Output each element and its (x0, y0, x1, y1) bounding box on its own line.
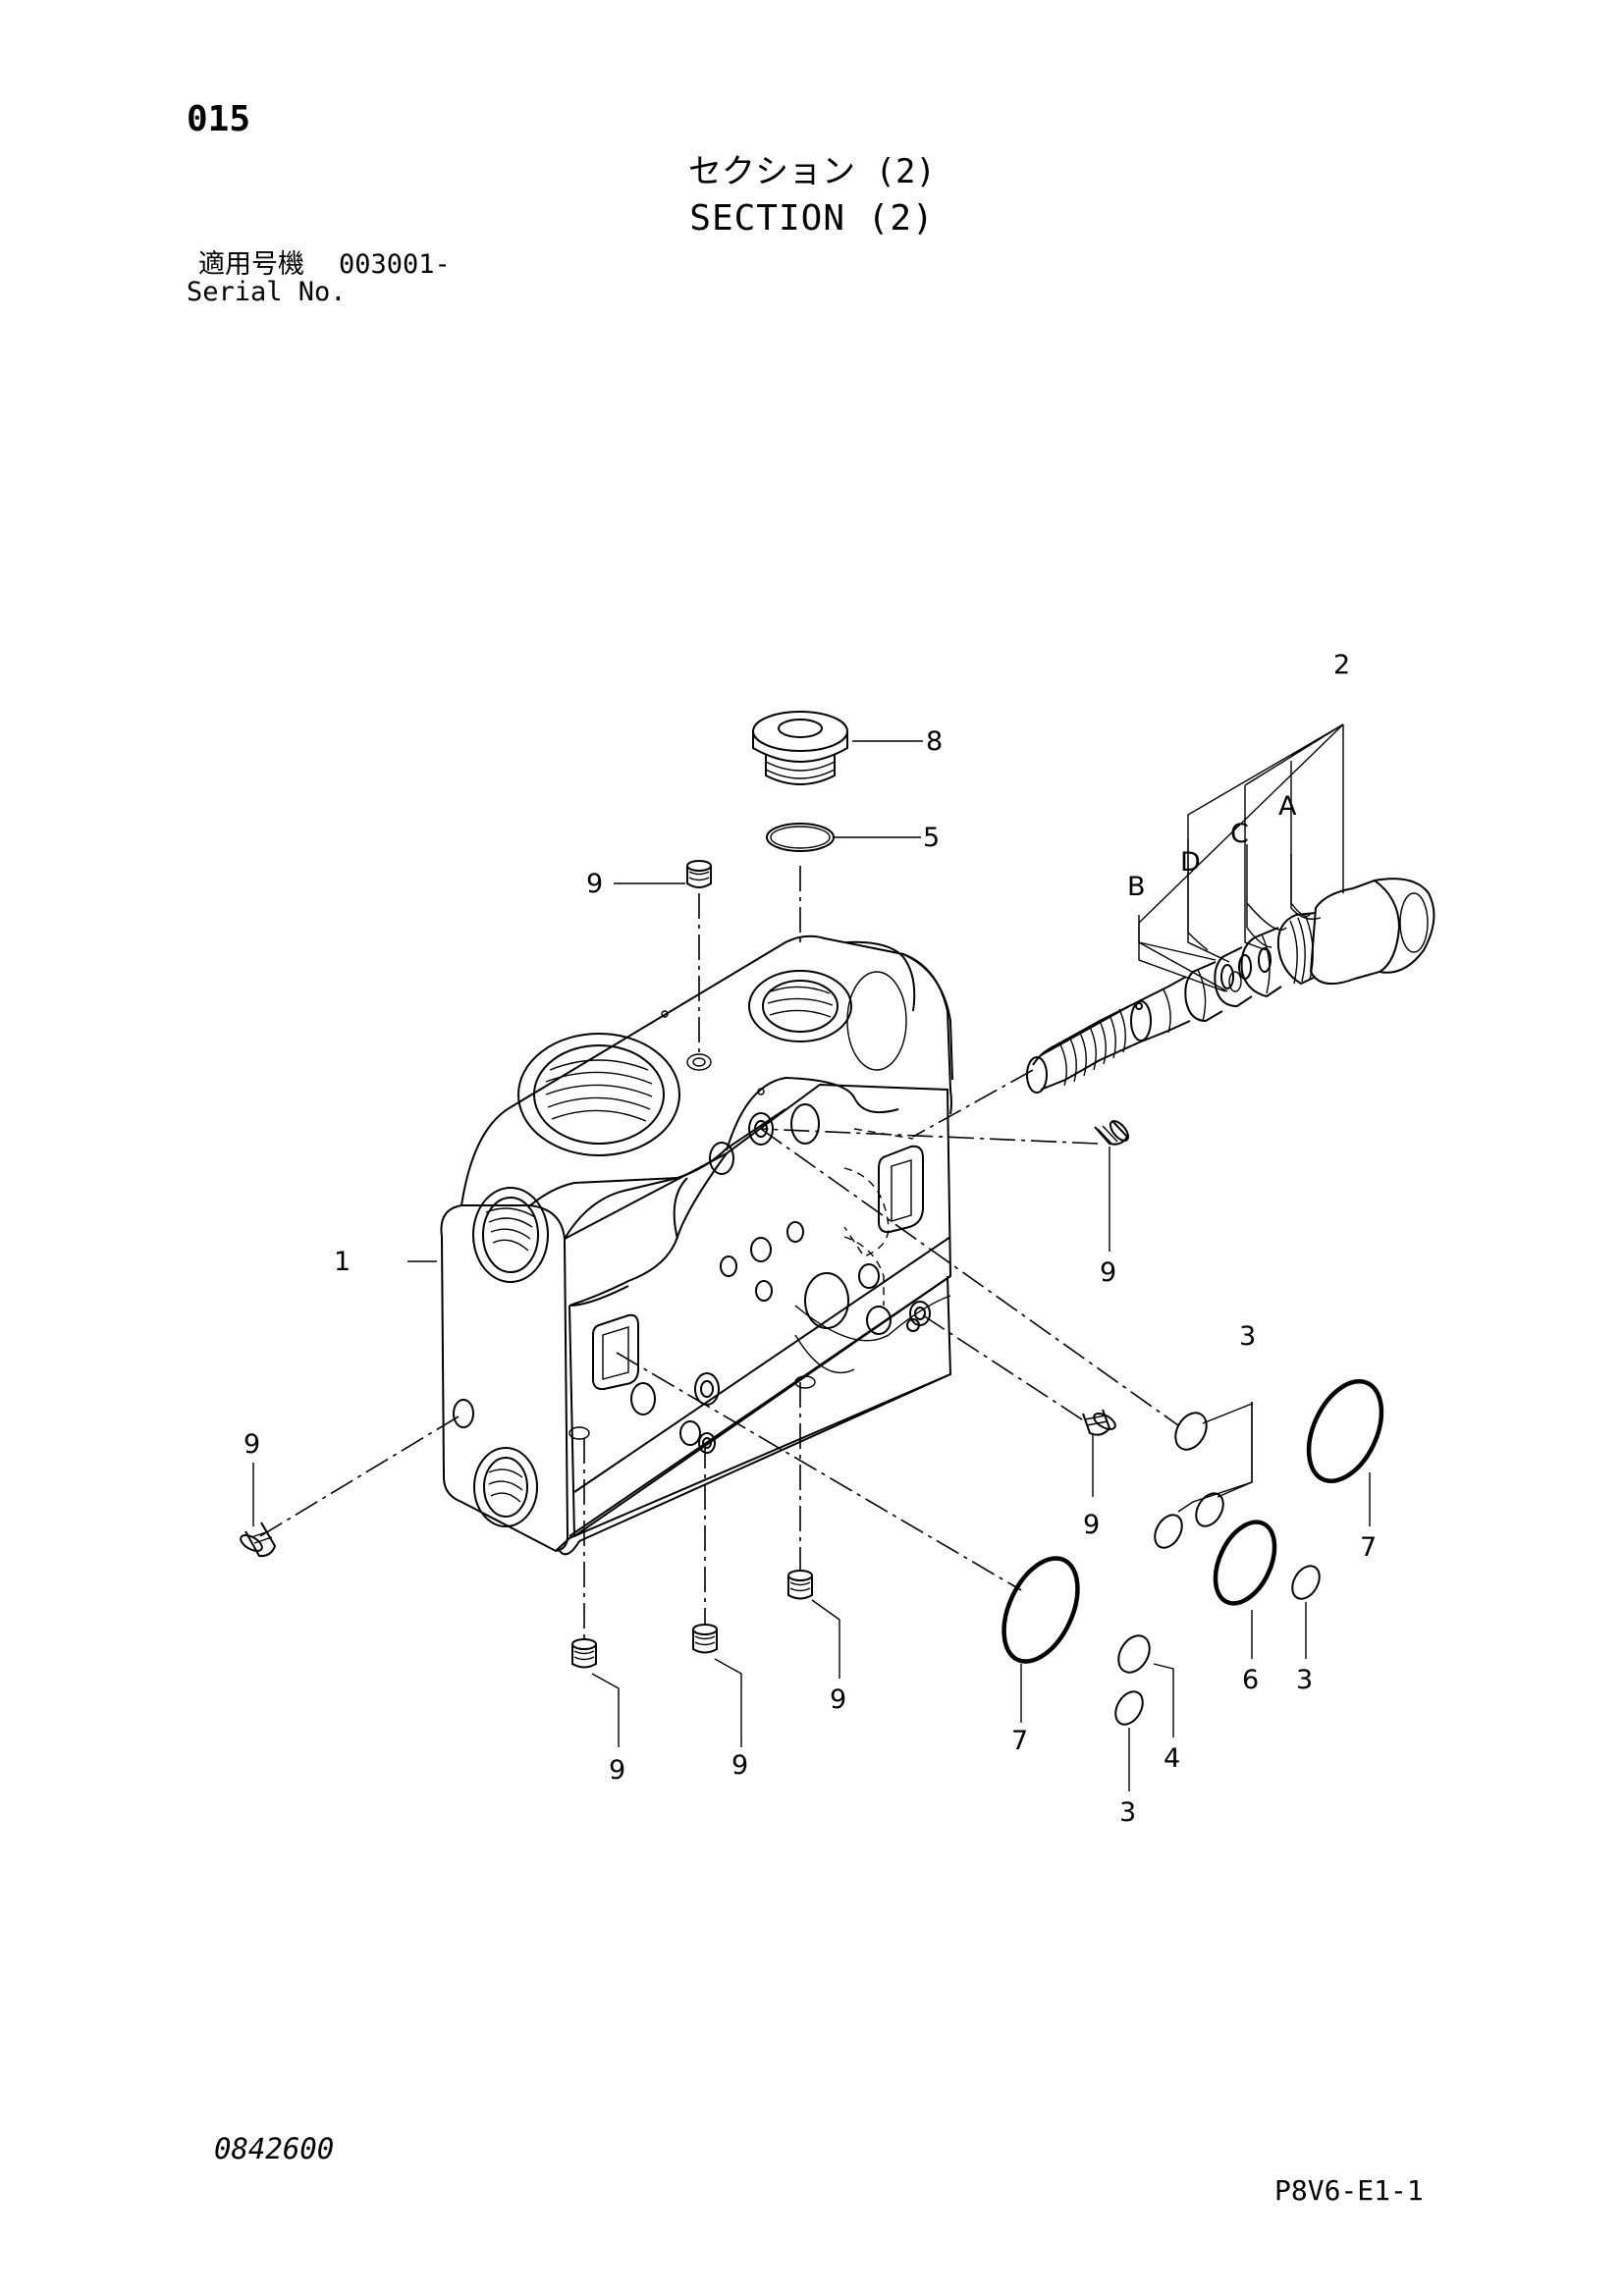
part-3-o-ring-a (1174, 1412, 1208, 1451)
part-3-o-ring-d (1291, 1565, 1321, 1600)
part-3-o-ring-b (1154, 1514, 1183, 1549)
valve-section-body (440, 934, 953, 1556)
part-9-screw-top (686, 860, 712, 888)
document-number: 0842600 (214, 2132, 335, 2165)
part-9-screw-bottom-2 (692, 1624, 718, 1654)
callout-1: 1 (334, 1247, 351, 1277)
spool-label-c: C (1230, 819, 1249, 849)
page-number: 015 (187, 99, 251, 139)
callout-8: 8 (926, 726, 943, 757)
callout-3-c: 3 (1119, 1797, 1136, 1828)
callout-9-right-lower: 9 (1083, 1510, 1100, 1540)
page-code: P8V6-E1-1 (1274, 2174, 1424, 2207)
part-3-o-ring-e (1114, 1690, 1144, 1726)
callout-4: 4 (1164, 1743, 1180, 1774)
callout-9-bottom-2: 9 (731, 1750, 748, 1781)
spool-label-b: B (1127, 872, 1146, 902)
part-3-o-ring-c (1195, 1492, 1224, 1527)
part-7-o-ring-right (1306, 1378, 1384, 1484)
serial-label-japanese: 適用号機 (198, 249, 304, 280)
part-7-o-ring-lower (1001, 1556, 1080, 1664)
part-4-o-ring (1117, 1634, 1151, 1674)
serial-label-english: Serial No. (187, 277, 347, 307)
part-9-screw-bottom-3 (787, 1570, 813, 1600)
part-8-plug (752, 711, 848, 785)
part-9-screw-left (240, 1522, 277, 1558)
title-english: SECTION (2) (689, 198, 935, 239)
part-2-spool (1026, 878, 1435, 1094)
callout-9-top: 9 (586, 869, 603, 899)
callout-3-b: 3 (1296, 1665, 1313, 1695)
part-9-screw-right-upper (1094, 1120, 1129, 1146)
callout-7-b: 7 (1011, 1726, 1028, 1756)
part-9-screw-right-lower (1082, 1409, 1116, 1436)
callout-2: 2 (1333, 650, 1350, 680)
callout-6: 6 (1242, 1665, 1259, 1695)
spool-label-a: A (1278, 791, 1297, 822)
title-japanese: セクション (2) (688, 152, 936, 191)
part-9-screw-bottom-1 (571, 1638, 597, 1669)
serial-value: 003001- (339, 249, 451, 280)
callout-9-right-upper: 9 (1100, 1257, 1116, 1288)
spool-label-d: D (1180, 847, 1201, 878)
callout-9-bottom-3: 9 (830, 1684, 846, 1715)
callout-5: 5 (923, 823, 940, 853)
part-6-o-ring (1213, 1520, 1277, 1606)
callout-3-a: 3 (1239, 1321, 1256, 1352)
callout-9-left: 9 (244, 1429, 260, 1460)
callout-9-bottom-1: 9 (609, 1755, 625, 1786)
callout-7-a: 7 (1360, 1532, 1377, 1563)
part-5-o-ring (766, 823, 835, 852)
